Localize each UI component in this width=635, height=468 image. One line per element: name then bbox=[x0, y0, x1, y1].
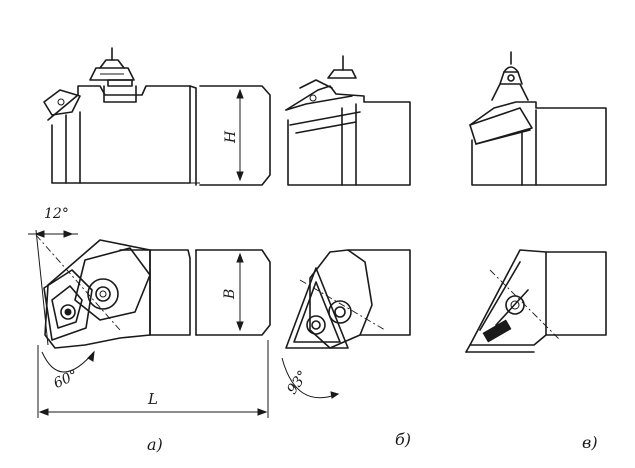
caption-b: б) bbox=[395, 430, 411, 449]
width-dimension-label: B bbox=[222, 289, 238, 300]
caption-a: a) bbox=[147, 435, 163, 454]
tool-c-side-view bbox=[469, 51, 607, 186]
angle-12-label: 12° bbox=[44, 206, 69, 222]
angle-60-label: 60° bbox=[51, 367, 80, 392]
height-dimension-label: H bbox=[223, 130, 239, 144]
tool-b-top-view: 93° bbox=[281, 249, 411, 399]
length-dimension-label: L bbox=[147, 390, 158, 408]
tool-c-top-view bbox=[465, 249, 607, 353]
angle-93-label: 93° bbox=[284, 368, 311, 398]
tool-a-side-view: H bbox=[43, 47, 271, 186]
tool-b-side-view bbox=[285, 55, 411, 186]
caption-c: в) bbox=[582, 433, 598, 452]
tool-a-top-view: 12° 60° B L bbox=[28, 206, 271, 418]
